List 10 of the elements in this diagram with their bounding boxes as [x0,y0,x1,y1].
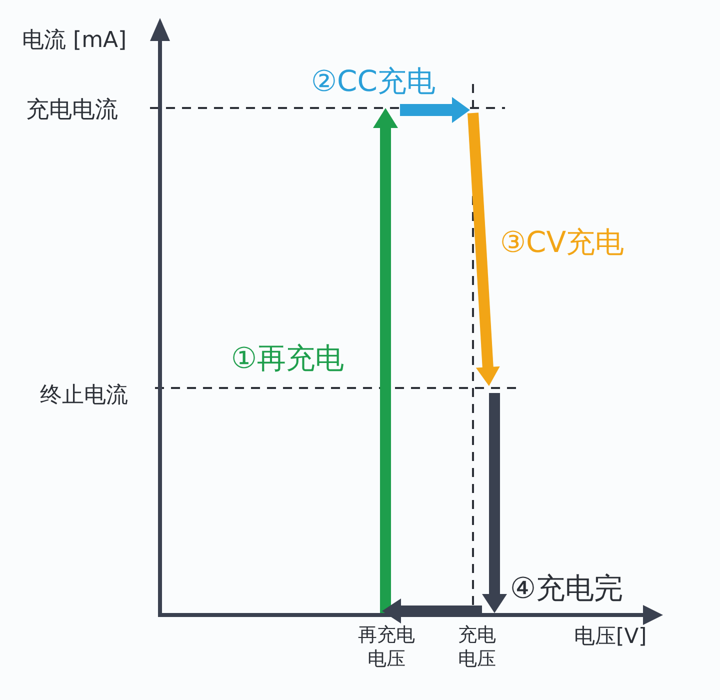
phase-label: ④充电完 [510,571,623,606]
phase-label: ①再充电 [231,341,344,376]
tick-label: 充电电压 [457,624,497,672]
axis-title: 电流 [mA] [22,28,127,54]
phase-label: ③CV充电 [500,225,624,260]
axis-title: 电压[V] [574,624,647,650]
phase-label: ②CC充电 [311,64,436,99]
tick-label: 充电电流 [26,97,118,125]
tick-label: 再充电电压 [357,624,416,672]
tick-label: 终止电流 [40,383,128,410]
